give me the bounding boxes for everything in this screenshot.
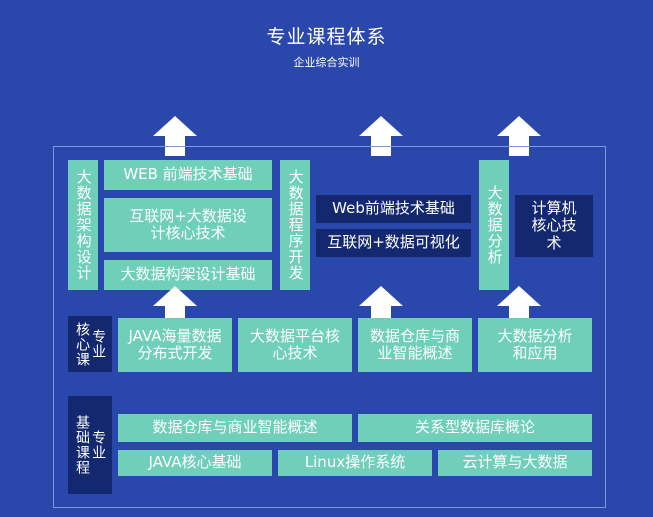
java-core-box: JAVA核心基础 — [118, 450, 272, 476]
bigdata-analysis-box: 大数据分析和应用 — [478, 318, 592, 372]
arch-design-label: 大数据架构设计 — [68, 160, 98, 290]
bigdata-platform-box: 大数据平台核心技术 — [238, 318, 352, 372]
computer-core-box: 计算机核心技术 — [515, 195, 593, 257]
relational-db-box: 关系型数据库概论 — [358, 414, 592, 442]
up-arrow-icon — [497, 286, 541, 326]
page-subtitle: 企业综合实训 — [293, 56, 360, 69]
up-arrow-icon — [153, 116, 197, 156]
web-frontend-box: WEB 前端技术基础 — [104, 160, 272, 190]
java-distributed-box: JAVA海量数据分布式开发 — [118, 318, 232, 372]
up-arrow-icon — [153, 286, 197, 326]
foundation-course-tag: 基础课程 专业 — [68, 396, 112, 494]
analysis-label: 大数据分析 — [479, 160, 509, 290]
cloud-bigdata-box: 云计算与大数据 — [438, 450, 592, 476]
up-arrow-icon — [359, 116, 403, 156]
core-label-left: 核心课 — [74, 321, 90, 367]
core-course-tag: 核心课 专业 — [68, 316, 112, 372]
internet-visualization-box: 互联网+数据可视化 — [316, 229, 471, 257]
foundation-label-right: 专业 — [90, 430, 107, 460]
program-dev-label: 大数据程序开发 — [280, 160, 310, 290]
core-label-right: 专业 — [90, 329, 107, 359]
bigdata-arch-base-box: 大数据构架设计基础 — [104, 260, 272, 290]
up-arrow-icon — [359, 286, 403, 326]
web-frontend-box-2: Web前端技术基础 — [316, 195, 471, 223]
page-title: 专业课程体系 — [266, 26, 387, 48]
data-warehouse-box: 数据仓库与商业智能概述 — [358, 318, 472, 372]
internet-bigdata-design-box: 互联网+大数据设计核心技术 — [104, 198, 272, 252]
data-warehouse-intro-box: 数据仓库与商业智能概述 — [118, 414, 352, 442]
up-arrow-icon — [497, 116, 541, 156]
foundation-label-left: 基础课程 — [74, 415, 90, 475]
linux-os-box: Linux操作系统 — [278, 450, 432, 476]
curriculum-frame — [53, 146, 606, 508]
